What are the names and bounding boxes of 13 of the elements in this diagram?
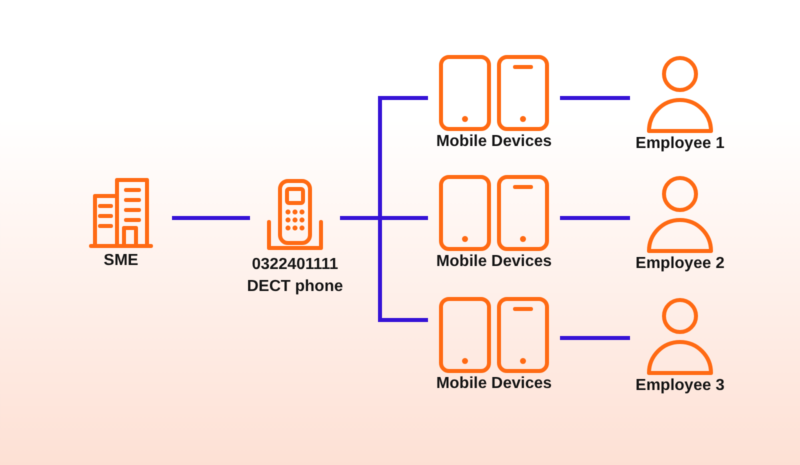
node-label: Employee 2	[636, 254, 724, 274]
node-label: DECT phone	[247, 277, 343, 297]
node-label: SME	[104, 251, 138, 271]
connector-line	[172, 216, 250, 220]
connector-line	[560, 216, 630, 220]
connector-line	[560, 336, 630, 340]
node-label: 0322401111	[252, 255, 338, 275]
node-label: Mobile Devices	[436, 132, 552, 152]
connector-line	[560, 96, 630, 100]
node-label: Employee 3	[636, 376, 724, 396]
node-label: Employee 1	[636, 134, 724, 154]
node-label: Mobile Devices	[436, 374, 552, 394]
node-label: Mobile Devices	[436, 252, 552, 272]
